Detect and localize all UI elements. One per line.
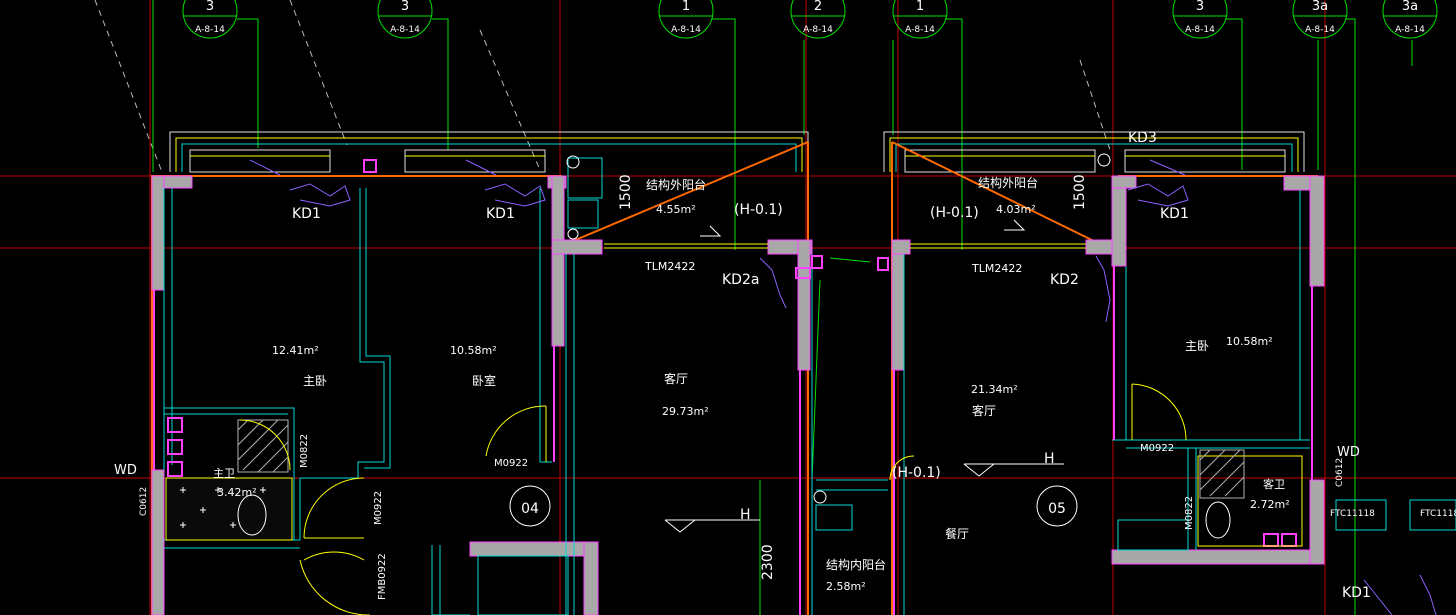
tag-labels: KD1 KD1 KD1 KD1 KD2a KD2 KD3 WD WD (H-0.…	[114, 130, 1456, 601]
axis-bubble-ref: A-8-14	[1395, 25, 1425, 35]
level-markers	[664, 219, 1064, 533]
window-tag: C0612	[1335, 458, 1345, 487]
window-tag: FTC1118	[1420, 509, 1456, 519]
door-tag: M0922	[1140, 443, 1174, 454]
axis-bubble-ref: A-8-14	[803, 25, 833, 35]
room-name: 结构外阳台	[978, 175, 1038, 190]
room-name: 餐厅	[945, 526, 969, 541]
axis-bubble-ref: A-8-14	[1185, 25, 1215, 35]
grid-lines	[152, 0, 1413, 615]
room-area: 10.58m²	[1226, 335, 1273, 348]
door-tag: M0822	[1184, 496, 1195, 530]
window-tag: KD1	[486, 206, 515, 222]
sliding-doors	[604, 243, 1086, 249]
room-area: 3.42m²	[217, 486, 257, 499]
room-area: 2.72m²	[1250, 498, 1290, 511]
room-name: 主卧	[303, 374, 327, 388]
room-area: 12.41m²	[272, 344, 319, 357]
axis-bubble-labels: 3 A-8-14 3 A-8-14 1 A-8-14 2 A-8-14 1 A-…	[195, 0, 1425, 35]
room-name: 主卧	[1185, 339, 1209, 353]
purple-fixtures	[249, 159, 1437, 615]
room-area: 4.03m²	[996, 203, 1036, 216]
room-name: 主卫	[213, 467, 235, 480]
dimension-label: 1500	[1072, 174, 1088, 210]
window-tag: WD	[114, 463, 137, 478]
axis-bubble-ref: A-8-14	[671, 25, 701, 35]
level-tag: (H-0.1)	[734, 202, 783, 218]
axis-bubble-ref: A-8-14	[905, 25, 935, 35]
axis-bubble-num: 1	[682, 0, 690, 14]
door-tag: FMB0922	[377, 553, 388, 600]
level-tag: H	[1044, 451, 1055, 467]
axis-bubble-num: 3	[1196, 0, 1204, 14]
room-name: 卧室	[472, 373, 496, 388]
construction-lines	[94, 0, 1111, 173]
level-tag: H	[740, 507, 751, 523]
valve-symbols	[566, 153, 1111, 504]
dimension-label: 2300	[760, 544, 776, 580]
room-area: 29.73m²	[662, 405, 709, 418]
unit-number: 05	[1048, 501, 1066, 517]
unit-circles	[509, 485, 1078, 527]
axis-bubble-num: 1	[916, 0, 924, 14]
door-tag: TLM2422	[644, 260, 695, 273]
axis-bubble-ref: A-8-14	[390, 25, 420, 35]
door-tag: TLM2422	[971, 262, 1022, 275]
axis-bubble-num: 3a	[1312, 0, 1328, 14]
door-tag: M0922	[373, 491, 384, 525]
axis-bubble-num: 3a	[1402, 0, 1418, 14]
room-area: 21.34m²	[971, 383, 1018, 396]
interior-walls	[163, 157, 1456, 615]
window-tag: FTC11118	[1330, 509, 1375, 519]
room-name: 客厅	[664, 371, 688, 386]
axis-bubble-ref: A-8-14	[195, 25, 225, 35]
room-name: 客厅	[972, 403, 996, 418]
magenta-accents	[153, 159, 1313, 615]
room-area: 2.58m²	[826, 580, 866, 593]
axis-bubble-num: 3	[206, 0, 214, 14]
window-tag: C0612	[139, 487, 149, 516]
window-tag: KD1	[1160, 206, 1189, 222]
bath-tile-pattern	[165, 455, 1303, 547]
level-tag: (H-0.1)	[930, 205, 979, 221]
window-tag: KD3	[1128, 130, 1157, 146]
room-area: 10.58m²	[450, 344, 497, 357]
unit-number: 04	[521, 501, 539, 517]
door-swings	[239, 383, 1187, 615]
window-tag: KD1	[1342, 585, 1371, 601]
room-area: 4.55m²	[656, 203, 696, 216]
window-tag: KD1	[292, 206, 321, 222]
balcony-outlines	[169, 131, 1305, 173]
room-name: 结构内阳台	[826, 557, 886, 572]
axis-bubble-num: 2	[814, 0, 822, 14]
axis-bubbles	[182, 0, 1438, 39]
door-tag: M0822	[299, 434, 310, 468]
window-tag: KD2	[1050, 272, 1079, 288]
room-labels: 12.41m² 主卧 10.58m² 卧室 客厅 29.73m² 主卫 3.42…	[213, 175, 1290, 593]
room-name: 客卫	[1263, 477, 1285, 491]
level-tag: (H-0.1)	[892, 465, 941, 481]
axis-bubble-num: 3	[401, 0, 409, 14]
dimension-label: 1500	[618, 174, 634, 210]
rotated-labels: M0822 M0822 M0922 FMB0922 C0612 C0612 15…	[139, 174, 1345, 600]
hatch-areas	[237, 419, 1245, 499]
window-tag: WD	[1337, 445, 1360, 460]
wall-fills	[151, 175, 1325, 615]
axis-bubble-ref: A-8-14	[1305, 25, 1335, 35]
door-tag: M0922	[494, 458, 528, 469]
room-name: 结构外阳台	[646, 177, 706, 192]
window-tag: KD2a	[722, 272, 759, 288]
